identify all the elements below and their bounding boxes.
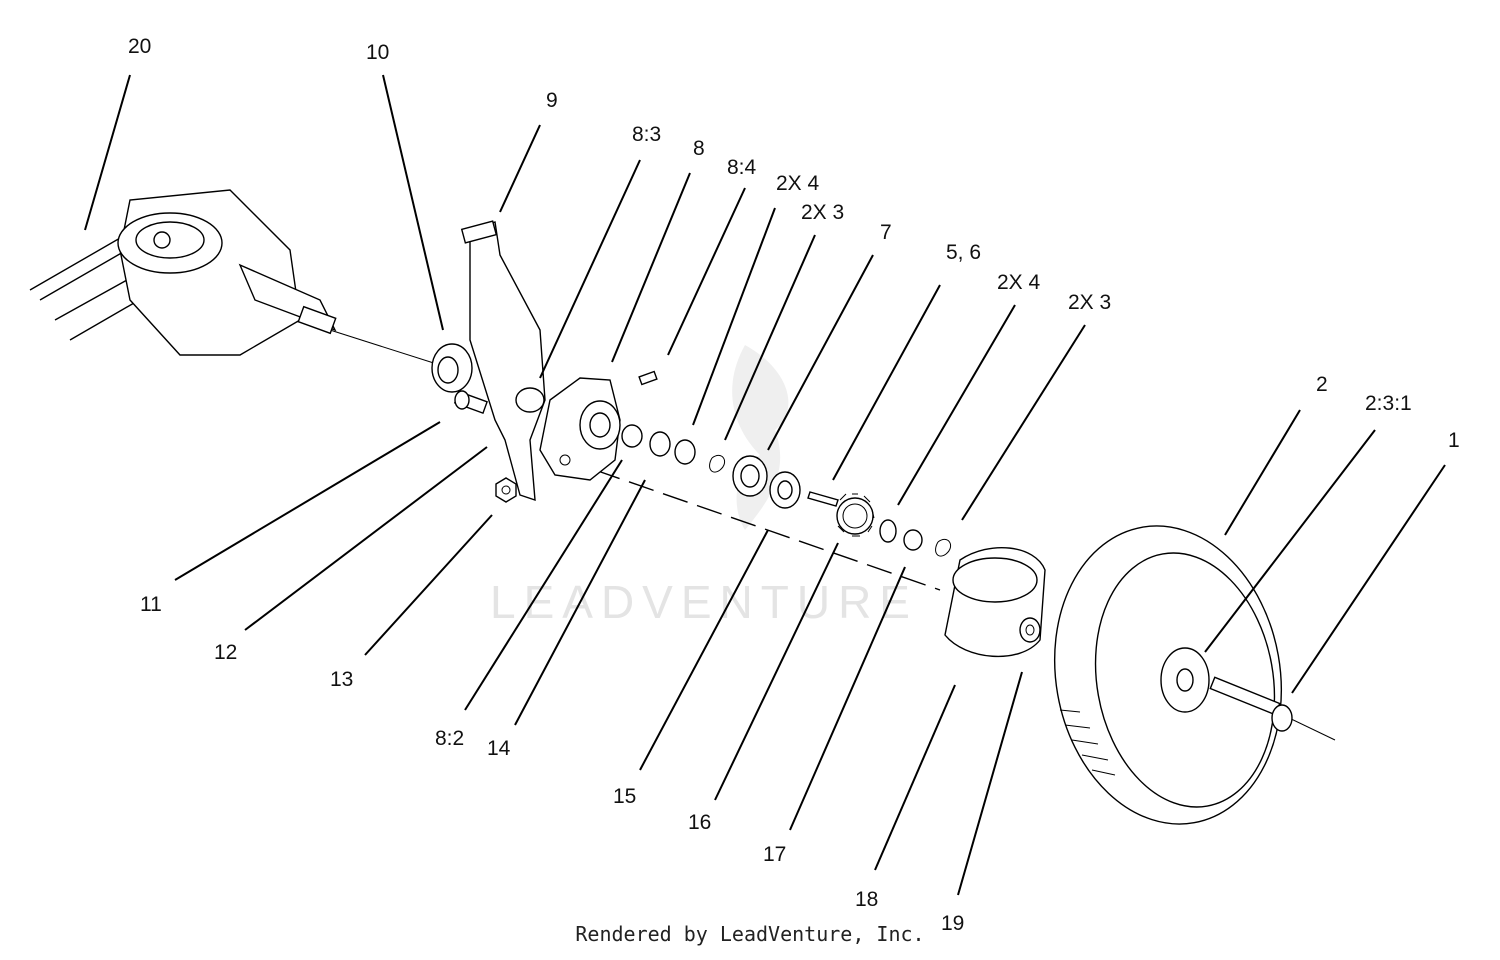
callout-13: 13 [330, 668, 353, 691]
callout-11: 11 [140, 593, 162, 616]
callout-2x3-b: 2X 3 [1068, 291, 1111, 314]
axle-centerline [329, 329, 441, 366]
callout-8-2: 8:2 [435, 727, 464, 750]
washer-14 [649, 431, 671, 457]
callout-labels: 20 10 9 8:3 8 8:4 2X 4 2X 3 7 5, 6 2X 4 … [128, 35, 1460, 935]
callout-8-3: 8:3 [632, 123, 661, 146]
callout-9: 9 [546, 89, 558, 112]
callout-8-4: 8:4 [727, 156, 757, 179]
pinion-gear-16 [836, 493, 875, 537]
axle-bolt-1 [1209, 676, 1293, 732]
callout-2x4-a: 2X 4 [776, 172, 820, 195]
callout-2: 2 [1316, 373, 1328, 396]
spacer-8-2 [621, 424, 643, 448]
svg-text:LEADVENTURE: LEADVENTURE [490, 576, 918, 628]
callout-16: 16 [688, 811, 711, 834]
callout-14: 14 [487, 737, 511, 760]
callout-17: 17 [763, 843, 786, 866]
bearing-housing-8 [539, 370, 658, 481]
callout-5-6: 5, 6 [946, 241, 981, 264]
bearing-7 [769, 471, 801, 509]
washer-10 [431, 343, 473, 393]
callout-2x3-a: 2X 3 [801, 201, 844, 224]
washer-15 [674, 439, 696, 465]
callout-1: 1 [1448, 429, 1460, 452]
callout-12: 12 [214, 641, 237, 664]
callout-19: 19 [941, 912, 964, 935]
e-clip-3b [935, 538, 951, 557]
transmission-assembly [29, 189, 337, 356]
callout-10: 10 [366, 41, 389, 64]
callout-7: 7 [880, 221, 892, 244]
bolt-11 [453, 390, 488, 415]
callout-2-3-1: 2:3:1 [1365, 392, 1412, 415]
callout-20: 20 [128, 35, 151, 58]
nut-13 [495, 477, 517, 503]
e-clip-4b [879, 519, 897, 543]
callout-15: 15 [613, 785, 636, 808]
pin-5-6 [807, 491, 839, 507]
height-adjuster-bracket-9 [460, 220, 546, 501]
bearing-3a [732, 455, 768, 497]
footer-credit: Rendered by LeadVenture, Inc. [575, 922, 925, 946]
watermark: LEADVENTURE [490, 345, 918, 628]
wheel-2 [1053, 525, 1283, 825]
spacer-17 [903, 529, 923, 551]
leader-lines [84, 74, 1446, 896]
callout-2x4-b: 2X 4 [997, 271, 1041, 294]
callout-18: 18 [855, 888, 878, 911]
e-clip-4a [709, 454, 725, 473]
callout-8: 8 [693, 137, 705, 160]
washer-19 [1019, 617, 1041, 643]
